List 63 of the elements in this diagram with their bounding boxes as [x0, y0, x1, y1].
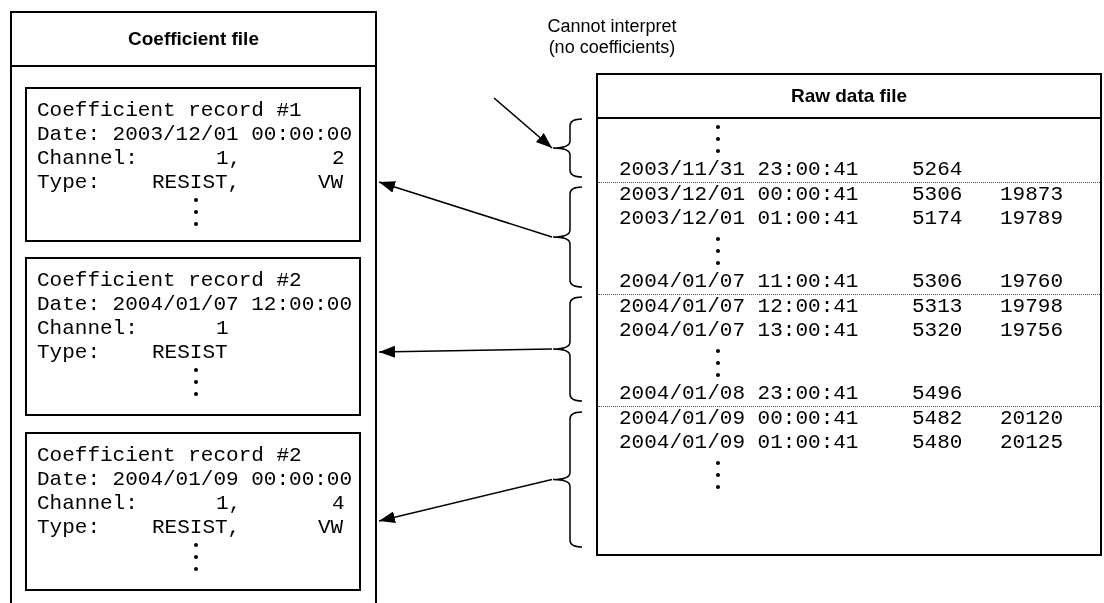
data-cell: 19789 [1000, 207, 1063, 231]
data-cell: 2004/01/08 23:00:41 [619, 382, 859, 406]
data-cell: 2003/12/01 00:00:41 [619, 183, 859, 207]
curly-brace [552, 118, 584, 178]
record-text: Channel: [37, 147, 138, 171]
data-cell: 5174 [912, 207, 963, 231]
curly-brace [552, 186, 584, 288]
file-panel [596, 73, 1102, 556]
panel-title: Raw data file [598, 75, 1100, 119]
data-cell: 5264 [912, 158, 963, 182]
data-cell: 5306 [912, 270, 963, 294]
arrow [378, 345, 553, 358]
data-cell: 19756 [1000, 319, 1063, 343]
record-text: Type: [37, 171, 100, 195]
record-text: Type: [37, 341, 100, 365]
record-text: 2 [332, 147, 345, 171]
data-cell: 2004/01/09 00:00:41 [619, 407, 859, 431]
record-text: Channel: [37, 492, 138, 516]
arrow [378, 181, 553, 238]
record-text: VW [318, 171, 344, 195]
arrow [493, 97, 553, 149]
record-box [25, 432, 361, 591]
curly-brace [552, 411, 584, 548]
record-text: Coefficient record #2 [37, 269, 302, 293]
record-text: Date: 2004/01/07 12:00:00 [37, 293, 353, 317]
data-cell: 2003/11/31 23:00:41 [619, 158, 859, 182]
annotation-text: Cannot interpret (no coefficients) [546, 16, 678, 58]
data-cell: 2003/12/01 01:00:41 [619, 207, 859, 231]
file-panel [10, 11, 377, 603]
data-cell: 2004/01/07 13:00:41 [619, 319, 859, 343]
record-text: 4 [332, 492, 345, 516]
record-text: Date: 2004/01/09 00:00:00 [37, 468, 353, 492]
record-text: RESIST [152, 341, 228, 365]
data-cell: 5496 [912, 382, 963, 406]
data-cell: 5482 [912, 407, 963, 431]
data-cell: 5480 [912, 431, 963, 455]
record-text: Type: [37, 516, 100, 540]
record-text: Channel: [37, 317, 138, 341]
curly-brace [552, 296, 584, 402]
record-text: 1 [216, 317, 229, 341]
data-cell: 5306 [912, 183, 963, 207]
data-cell: 2004/01/07 12:00:41 [619, 295, 859, 319]
record-text: Coefficient record #2 [37, 444, 302, 468]
record-text: Date: 2003/12/01 00:00:00 [37, 123, 353, 147]
arrow [378, 478, 553, 524]
data-cell: 20125 [1000, 431, 1063, 455]
record-text: RESIST, [152, 516, 241, 540]
record-box [25, 257, 361, 416]
record-text: Coefficient record #1 [37, 99, 302, 123]
data-cell: 5313 [912, 295, 963, 319]
record-text: 1, [216, 147, 242, 171]
data-cell: 19798 [1000, 295, 1063, 319]
panel-title: Coefficient file [12, 13, 375, 67]
data-cell: 19873 [1000, 183, 1063, 207]
record-text: 1, [216, 492, 242, 516]
data-cell: 5320 [912, 319, 963, 343]
data-cell: 2004/01/09 01:00:41 [619, 431, 859, 455]
record-box [25, 87, 361, 242]
record-text: VW [318, 516, 344, 540]
data-cell: 20120 [1000, 407, 1063, 431]
record-text: RESIST, [152, 171, 241, 195]
data-cell: 19760 [1000, 270, 1063, 294]
data-cell: 2004/01/07 11:00:41 [619, 270, 859, 294]
